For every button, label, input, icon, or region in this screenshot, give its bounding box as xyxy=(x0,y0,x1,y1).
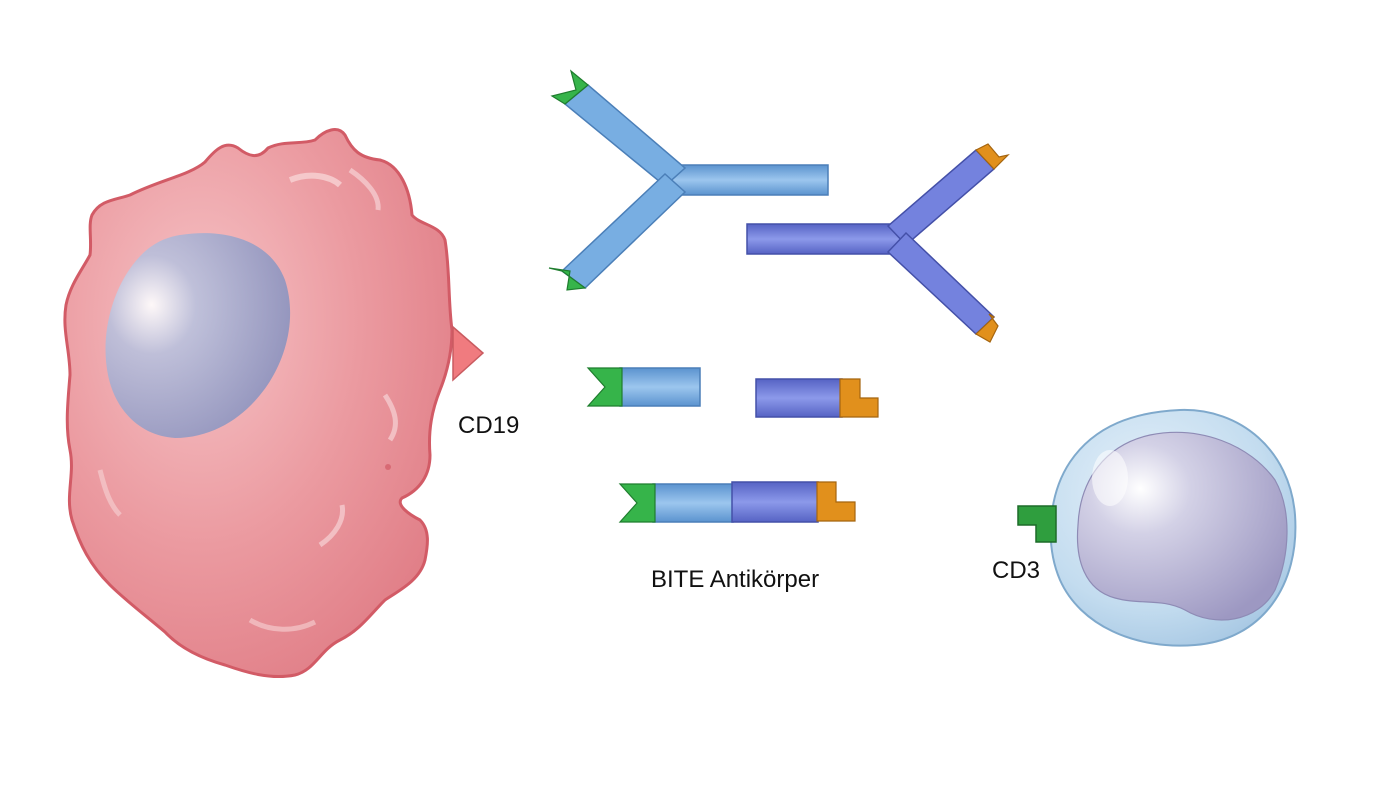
cd19-label: CD19 xyxy=(458,412,520,439)
anti-cd3-antibody xyxy=(746,143,1010,343)
anti-cd19-scfv-fragment xyxy=(586,367,701,407)
anti-cd19-lower-arm xyxy=(560,172,687,289)
bite-cd3-binding-site xyxy=(816,481,856,522)
cd19-antigen xyxy=(452,325,485,382)
cd3-binding-site-scfv xyxy=(839,378,879,418)
anti-cd3-scfv-chain xyxy=(755,378,843,418)
t-cell-nucleus xyxy=(1076,431,1288,621)
cd3-label: CD3 xyxy=(992,557,1041,584)
cd19-binding-site-lower xyxy=(548,267,587,291)
b-cell-nucleus xyxy=(105,233,291,438)
cd3-binding-site-upper xyxy=(975,143,1010,170)
cd3-binding-site-lower xyxy=(974,313,999,343)
anti-cd3-scfv-fragment xyxy=(755,378,879,418)
bite-anti-cd3-segment xyxy=(731,481,819,523)
anti-cd19-fc-stem xyxy=(667,164,829,196)
anti-cd3-upper-arm xyxy=(886,148,996,247)
anti-cd19-scfv-chain xyxy=(619,367,701,407)
cd3-antigen xyxy=(1017,505,1057,543)
bite-cd19-binding-site xyxy=(618,483,656,523)
bite-anti-cd19-segment xyxy=(652,483,734,523)
anti-cd19-antibody xyxy=(548,69,829,291)
b-cell xyxy=(63,128,454,679)
anti-cd3-lower-arm xyxy=(886,231,996,336)
cd19-binding-site-upper xyxy=(550,69,589,105)
bite-antibody xyxy=(618,481,856,523)
bite-antibody-label: BITE Antikörper xyxy=(651,566,820,593)
cd19-binding-site-scfv xyxy=(586,367,623,407)
anti-cd19-upper-arm xyxy=(563,84,687,187)
t-cell xyxy=(1049,408,1297,647)
anti-cd3-fc-stem xyxy=(746,223,903,255)
